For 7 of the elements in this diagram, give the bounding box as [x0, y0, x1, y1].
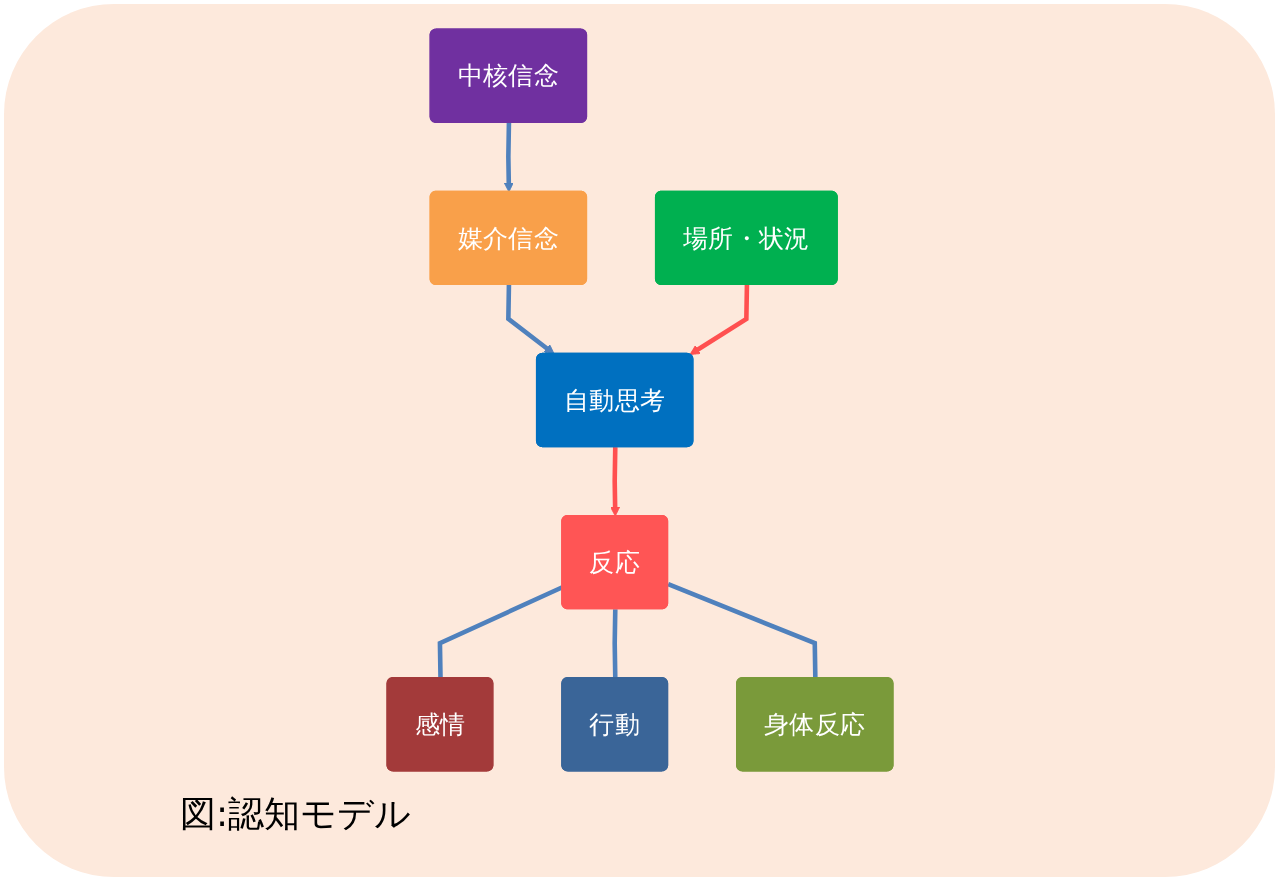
caption: 図:認知モデル: [180, 792, 412, 836]
connector: [667, 582, 818, 679]
arrow: [503, 122, 514, 193]
connector: [612, 609, 618, 679]
arrow: [506, 285, 555, 355]
arrow: [610, 447, 621, 517]
arrow: [689, 285, 750, 355]
